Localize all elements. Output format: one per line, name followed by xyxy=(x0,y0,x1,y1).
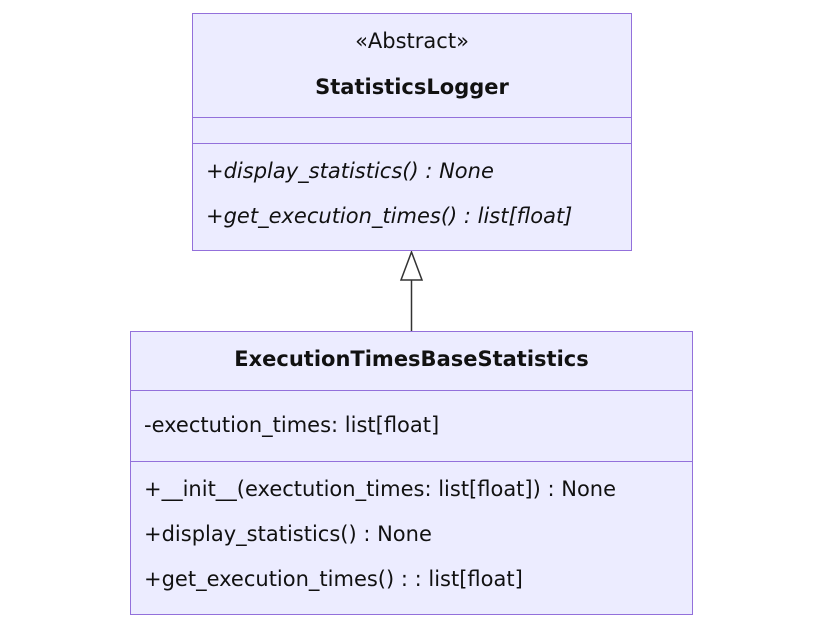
attributes-section xyxy=(193,118,631,144)
class-statistics-logger[interactable]: «Abstract» StatisticsLogger +display_sta… xyxy=(192,13,632,251)
method-display-statistics: +display_statistics() : None xyxy=(144,522,432,546)
class-execution-times-base-statistics[interactable]: ExecutionTimesBaseStatistics -exectution… xyxy=(130,331,693,615)
class-stereotype: «Abstract» xyxy=(355,29,469,53)
class-name: ExecutionTimesBaseStatistics xyxy=(234,347,589,371)
class-name: StatisticsLogger xyxy=(315,75,509,99)
methods-section: +__init__(exectution_times: list[float])… xyxy=(131,462,692,602)
class-header: ExecutionTimesBaseStatistics xyxy=(131,332,692,391)
method-get-execution-times: +get_execution_times() : : list[float] xyxy=(144,567,523,591)
method-init: +__init__(exectution_times: list[float])… xyxy=(144,477,617,501)
attributes-section: -exectution_times: list[float] xyxy=(131,391,692,462)
attribute-exectution-times: -exectution_times: list[float] xyxy=(144,413,440,437)
methods-section: +display_statistics() : None +get_execut… xyxy=(193,144,631,239)
method-get-execution-times: +get_execution_times() : list[float] xyxy=(206,204,573,228)
method-display-statistics: +display_statistics() : None xyxy=(206,159,494,183)
hollow-arrowhead-icon xyxy=(399,249,424,281)
class-header: «Abstract» StatisticsLogger xyxy=(193,14,631,118)
